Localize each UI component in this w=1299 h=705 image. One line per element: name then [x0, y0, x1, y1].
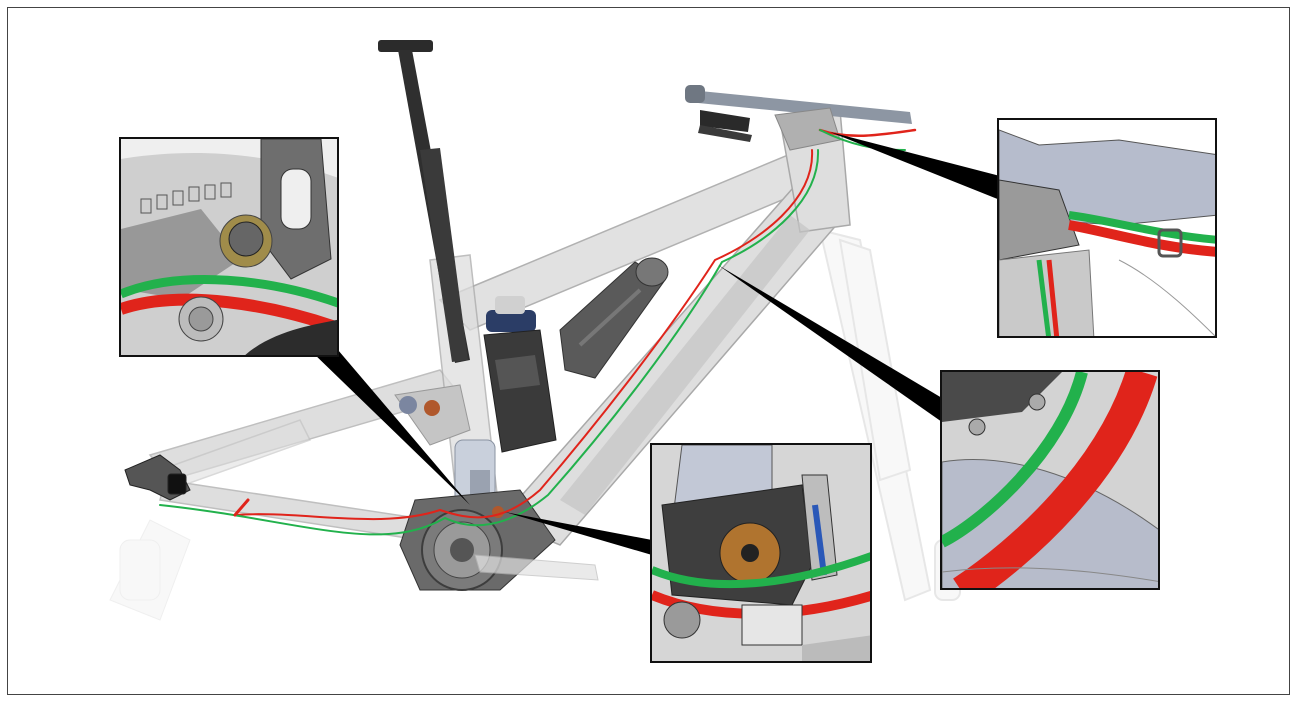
- cockpit: [685, 85, 912, 151]
- motor-cable-exit-inset: [650, 443, 872, 663]
- downtube-cable-port-icon: [942, 372, 1158, 588]
- downtube-shade: [560, 215, 810, 515]
- motor-cable-exit-icon: [652, 445, 870, 661]
- crank-arm: [474, 554, 599, 581]
- callout-pointers: [310, 132, 1000, 555]
- headset-cable-entry-inset: [997, 118, 1217, 338]
- downtube-cable-port-inset: [940, 370, 1160, 590]
- motor-bolt-detail-icon: [121, 139, 337, 355]
- motor-bolt-detail-inset: [119, 137, 339, 357]
- cable-routing: [159, 128, 917, 536]
- water-bottle: [483, 296, 557, 453]
- seatpost: [378, 40, 470, 363]
- rear-dropout: [124, 454, 191, 501]
- battery-canister: [559, 257, 669, 379]
- ghost-rear-wheel: [109, 519, 191, 621]
- headset-cable-entry-icon: [999, 120, 1215, 336]
- rear-shock: [394, 384, 496, 511]
